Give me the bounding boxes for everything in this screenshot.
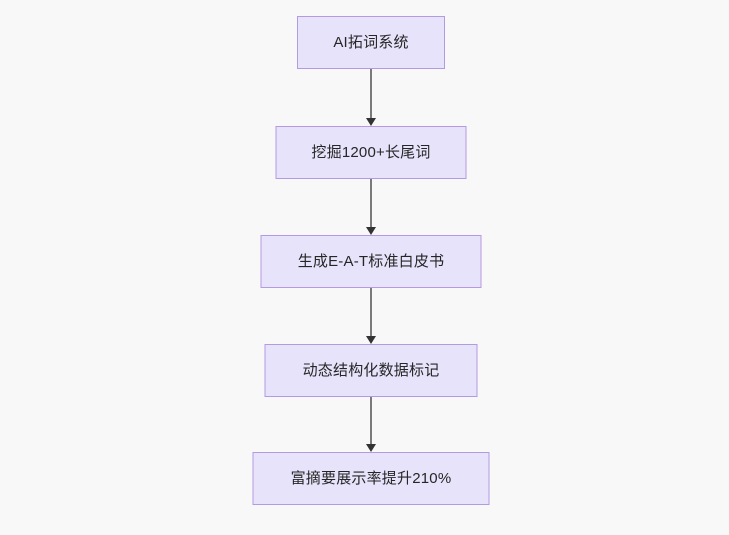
edge-line xyxy=(370,69,372,119)
flow-node-label: AI拓词系统 xyxy=(333,33,409,51)
flow-node-label: 富摘要展示率提升210% xyxy=(290,469,452,487)
flow-node-label: 动态结构化数据标记 xyxy=(302,361,440,379)
edge-line xyxy=(370,397,372,445)
flow-node-ai-keyword-system[interactable]: AI拓词系统 xyxy=(297,16,445,69)
flow-edge-1 xyxy=(364,69,378,126)
flow-node-structured-data-markup[interactable]: 动态结构化数据标记 xyxy=(264,344,478,397)
flow-edge-2 xyxy=(364,179,378,235)
flow-edge-4 xyxy=(364,397,378,452)
arrowhead-icon xyxy=(366,118,376,126)
arrowhead-icon xyxy=(366,227,376,235)
flow-edge-3 xyxy=(364,288,378,344)
flow-node-label: 生成E-A-T标准白皮书 xyxy=(297,252,445,270)
edge-line xyxy=(370,288,372,337)
flow-node-longtail-keywords[interactable]: 挖掘1200+长尾词 xyxy=(275,126,467,179)
arrowhead-icon xyxy=(366,336,376,344)
flow-node-eat-whitepaper[interactable]: 生成E-A-T标准白皮书 xyxy=(260,235,482,288)
arrowhead-icon xyxy=(366,444,376,452)
flow-node-label: 挖掘1200+长尾词 xyxy=(311,143,431,161)
edge-line xyxy=(370,179,372,228)
flow-node-rich-snippet-result[interactable]: 富摘要展示率提升210% xyxy=(252,452,490,505)
